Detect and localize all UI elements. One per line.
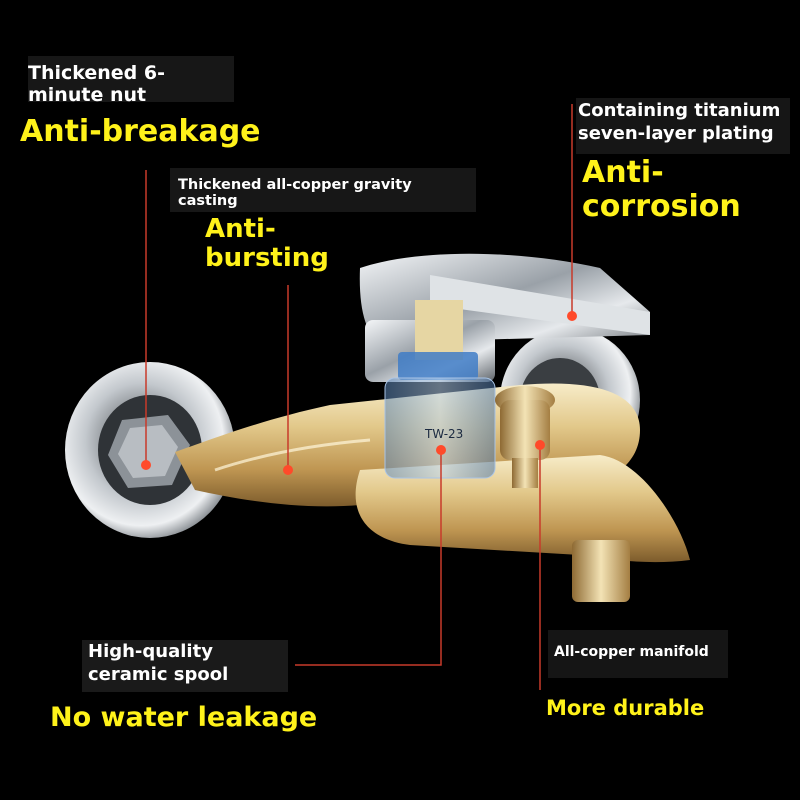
caption-plating-line1: Containing titanium [578,100,781,121]
marker-nut [141,460,151,470]
caption-manifold: All-copper manifold [548,630,728,678]
marker-spool [436,445,446,455]
caption-plating: Containing titanium seven-layer plating [576,98,790,154]
wall-flange [65,362,235,538]
leader-spool [295,450,442,666]
marker-plating [567,311,577,321]
caption-casting: Thickened all-copper gravity casting [170,168,476,212]
cartridge-marking: TW-23 [424,427,463,441]
benefit-anti-corrosion-line1: Anti- [582,155,664,190]
benefit-anti-corrosion: Anti- corrosion [582,156,741,223]
caption-nut: Thickened 6-minute nut [28,56,234,106]
marker-casting [283,465,293,475]
benefit-more-durable: More durable [546,696,705,720]
caption-plating-line2: seven-layer plating [578,122,774,144]
benefit-anti-corrosion-line2: corrosion [582,188,741,224]
caption-nut-text: Thickened 6-minute nut [28,62,166,106]
caption-spool-line2: ceramic spool [88,664,229,686]
gold-spout [355,455,690,563]
benefit-anti-bursting-line2: bursting [205,243,329,274]
benefit-anti-bursting: Anti- bursting [205,214,329,274]
benefit-no-water-leakage: No water leakage [50,702,318,733]
caption-casting-text: Thickened all-copper gravity casting [178,177,412,209]
caption-spool-line1: High-quality [88,641,213,662]
caption-manifold-text: All-copper manifold [554,644,709,660]
spout-outlet [572,540,630,602]
ceramic-cartridge: TW-23 [384,300,496,479]
marker-manifold [535,440,545,450]
benefit-anti-breakage: Anti-breakage [20,114,261,149]
benefit-anti-bursting-line1: Anti- [205,214,276,244]
caption-spool: High-quality ceramic spool [82,640,288,692]
